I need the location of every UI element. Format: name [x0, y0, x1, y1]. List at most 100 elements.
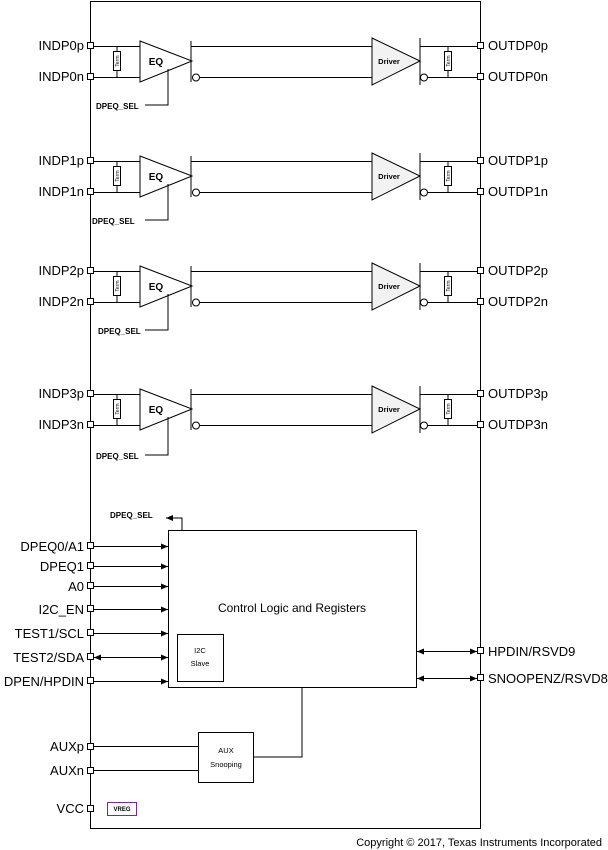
- eq-inv-bubble: [192, 421, 200, 430]
- control-left-pin-label: DPEQ1: [40, 559, 84, 574]
- driver-label: Driver: [378, 282, 400, 291]
- out-n-label: OUTDP1n: [488, 184, 548, 199]
- control-right-pin-label: SNOOPENZ/RSVD8: [488, 671, 608, 686]
- eq-sel-wire: [145, 294, 169, 331]
- in-n-label: INDP3n: [38, 417, 84, 432]
- vcc-label: VCC: [57, 801, 84, 816]
- pin-box: [87, 677, 94, 684]
- in-term-resistor: [113, 51, 121, 71]
- control-right-pin-label: HPDIN/RSVD9: [488, 644, 575, 659]
- pin-box: [87, 653, 94, 660]
- control-left-pin-label: DPEQ0/A1: [20, 539, 84, 554]
- i2c-slave-label-2: Slave: [191, 659, 210, 668]
- in-p-label: INDP3p: [38, 386, 84, 401]
- out-term-label: Term: [446, 403, 452, 414]
- in-n-pin: [87, 188, 94, 195]
- driver-amplifier: [371, 262, 422, 311]
- out-p-pin: [477, 267, 484, 274]
- driver-amplifier: [371, 37, 422, 86]
- in-term-label: Term: [115, 280, 121, 291]
- eq-inv-bubble: [192, 188, 200, 197]
- pin-box: [87, 629, 94, 636]
- out-term-resistor: [444, 166, 452, 186]
- eq-sel-wire: [145, 69, 169, 106]
- control-left-pin-1: DPEQ1: [40, 559, 168, 574]
- eq-inv-bubble: [192, 73, 200, 82]
- out-p-pin: [477, 42, 484, 49]
- pin-box: [477, 674, 484, 681]
- in-n-label: INDP2n: [38, 294, 84, 309]
- i2c-slave-label-1: I2C: [194, 646, 206, 655]
- eq-label: EQ: [149, 57, 164, 68]
- dpeq-sel-control-output: DPEQ_SEL: [110, 511, 183, 530]
- in-n-label: INDP0n: [38, 69, 84, 84]
- control-left-pin-label: TEST1/SCL: [15, 626, 84, 641]
- control-logic-title: Control Logic and Registers: [218, 601, 366, 615]
- device-outline: [90, 1, 481, 829]
- eq-inv-bubble: [192, 298, 200, 307]
- i2c-slave-block: [177, 634, 224, 682]
- aux-snooping-label-2: Snooping: [210, 760, 242, 769]
- in-p-label: INDP2p: [38, 263, 84, 278]
- eq-sel-label: DPEQ_SEL: [96, 102, 139, 111]
- out-p-pin: [477, 157, 484, 164]
- driver-inv-bubble: [420, 188, 428, 197]
- in-p-pin: [87, 390, 94, 397]
- out-term-resistor: [444, 276, 452, 296]
- eq-sel-label: DPEQ_SEL: [98, 327, 141, 336]
- aux-p-label: AUXp: [50, 739, 84, 754]
- in-term-label: Term: [115, 403, 121, 414]
- copyright-note: Copyright © 2017, Texas Instruments Inco…: [356, 837, 602, 849]
- pin-box: [87, 562, 94, 569]
- out-n-pin: [477, 298, 484, 305]
- out-term-label: Term: [446, 170, 452, 181]
- in-p-pin: [87, 42, 94, 49]
- eq-sel-label: DPEQ_SEL: [96, 452, 139, 461]
- in-n-label: INDP1n: [38, 184, 84, 199]
- in-term-label: Term: [115, 170, 121, 181]
- pin-box: [87, 542, 94, 549]
- control-left-pin-2: A0: [68, 579, 168, 594]
- eq-label: EQ: [149, 405, 164, 416]
- eq-label: EQ: [149, 282, 164, 293]
- driver-inv-bubble: [420, 421, 428, 430]
- control-left-pin-0: DPEQ0/A1: [20, 539, 168, 554]
- vreg-block: [107, 802, 137, 816]
- out-n-pin: [477, 188, 484, 195]
- eq-sel-wire: [145, 417, 169, 456]
- out-p-label: OUTDP3p: [488, 386, 548, 401]
- dpeq-sel-control-label: DPEQ_SEL: [110, 511, 153, 520]
- out-term-resistor: [444, 399, 452, 419]
- driver-label: Driver: [378, 405, 400, 414]
- eq-sel-wire: [145, 184, 169, 221]
- in-term-label: Term: [115, 55, 121, 66]
- out-p-label: OUTDP2p: [488, 263, 548, 278]
- eq-amplifier: [139, 40, 194, 83]
- out-p-pin: [477, 390, 484, 397]
- aux-n-pin: AUXn: [50, 763, 198, 778]
- control-left-pin-5: TEST2/SDA: [13, 650, 168, 665]
- driver-amplifier: [371, 385, 422, 434]
- out-n-pin: [477, 73, 484, 80]
- vcc-pin: VCC: [57, 801, 94, 816]
- control-right-pin-1: SNOOPENZ/RSVD8: [417, 671, 608, 686]
- aux-snooping-label-1: AUX: [218, 746, 233, 755]
- driver-inv-bubble: [420, 73, 428, 82]
- out-p-label: OUTDP1p: [488, 153, 548, 168]
- driver-label: Driver: [378, 172, 400, 181]
- in-n-pin: [87, 421, 94, 428]
- control-left-pin-label: I2C_EN: [38, 602, 84, 617]
- control-left-pin-4: TEST1/SCL: [15, 626, 168, 641]
- in-n-pin: [87, 73, 94, 80]
- aux-p-pin: AUXp: [50, 739, 198, 754]
- eq-label: EQ: [149, 172, 164, 183]
- pin-box: [87, 582, 94, 589]
- pin-box: [477, 647, 484, 654]
- control-left-pin-6: DPEN/HPDIN: [4, 674, 168, 689]
